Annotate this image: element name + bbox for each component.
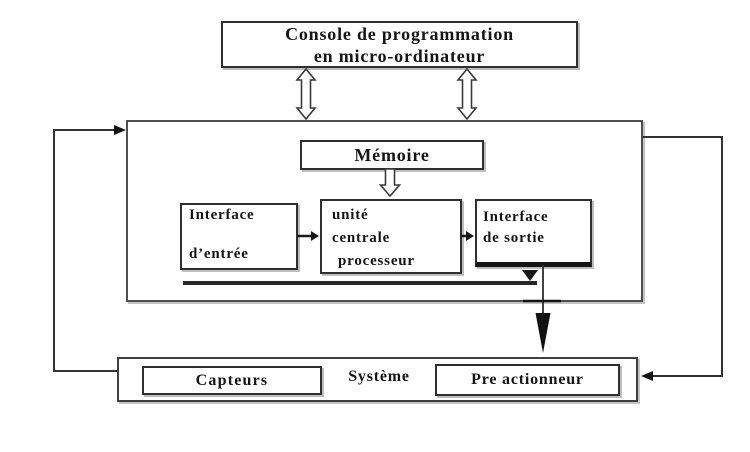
left-feedback-loop-line: [53, 129, 117, 372]
console-link-left-bidirectional-arrow-icon: [295, 67, 317, 121]
input-interface-label-line1: Interface: [189, 207, 255, 223]
cpu-label-line1: unité: [332, 207, 369, 223]
cpu-box: unité centrale processeur: [320, 199, 462, 274]
console-label-line1: Console de programmation: [285, 23, 514, 44]
cpu-label-line3: processeur: [338, 253, 415, 269]
system-strip-box: Capteurs Système Pre actionneur: [117, 357, 638, 402]
output-interface-label-line1: Interface: [483, 209, 549, 225]
controller-frame-box: Mémoire Interface d’entrée unité central…: [126, 120, 643, 302]
input-interface-box: Interface d’entrée: [180, 203, 298, 270]
sensors-box: Capteurs: [142, 366, 322, 395]
left-feedback-arrow-head-icon: [114, 125, 126, 135]
memory-label: Mémoire: [354, 144, 430, 165]
sensors-label: Capteurs: [195, 371, 269, 389]
system-label: Système: [348, 368, 410, 385]
output-interface-box: Interface de sortie: [475, 199, 592, 267]
input-interface-label-line2: d’entrée: [189, 246, 249, 262]
console-link-right-bidirectional-arrow-icon: [456, 67, 478, 121]
preactuator-label: Pre actionneur: [471, 371, 584, 388]
output-interface-label-line2: de sortie: [483, 230, 545, 246]
preactuator-box: Pre actionneur: [435, 364, 620, 396]
memory-box: Mémoire: [300, 140, 484, 170]
programming-console-box: Console de programmation en micro-ordina…: [221, 21, 578, 68]
right-feedback-loop-line: [643, 136, 723, 377]
console-label-line2: en micro-ordinateur: [313, 45, 486, 66]
right-feedback-arrow-head-icon: [641, 371, 653, 381]
output-to-system-down-arrow-icon: [535, 313, 551, 353]
cpu-label-line2: centrale: [332, 230, 391, 246]
